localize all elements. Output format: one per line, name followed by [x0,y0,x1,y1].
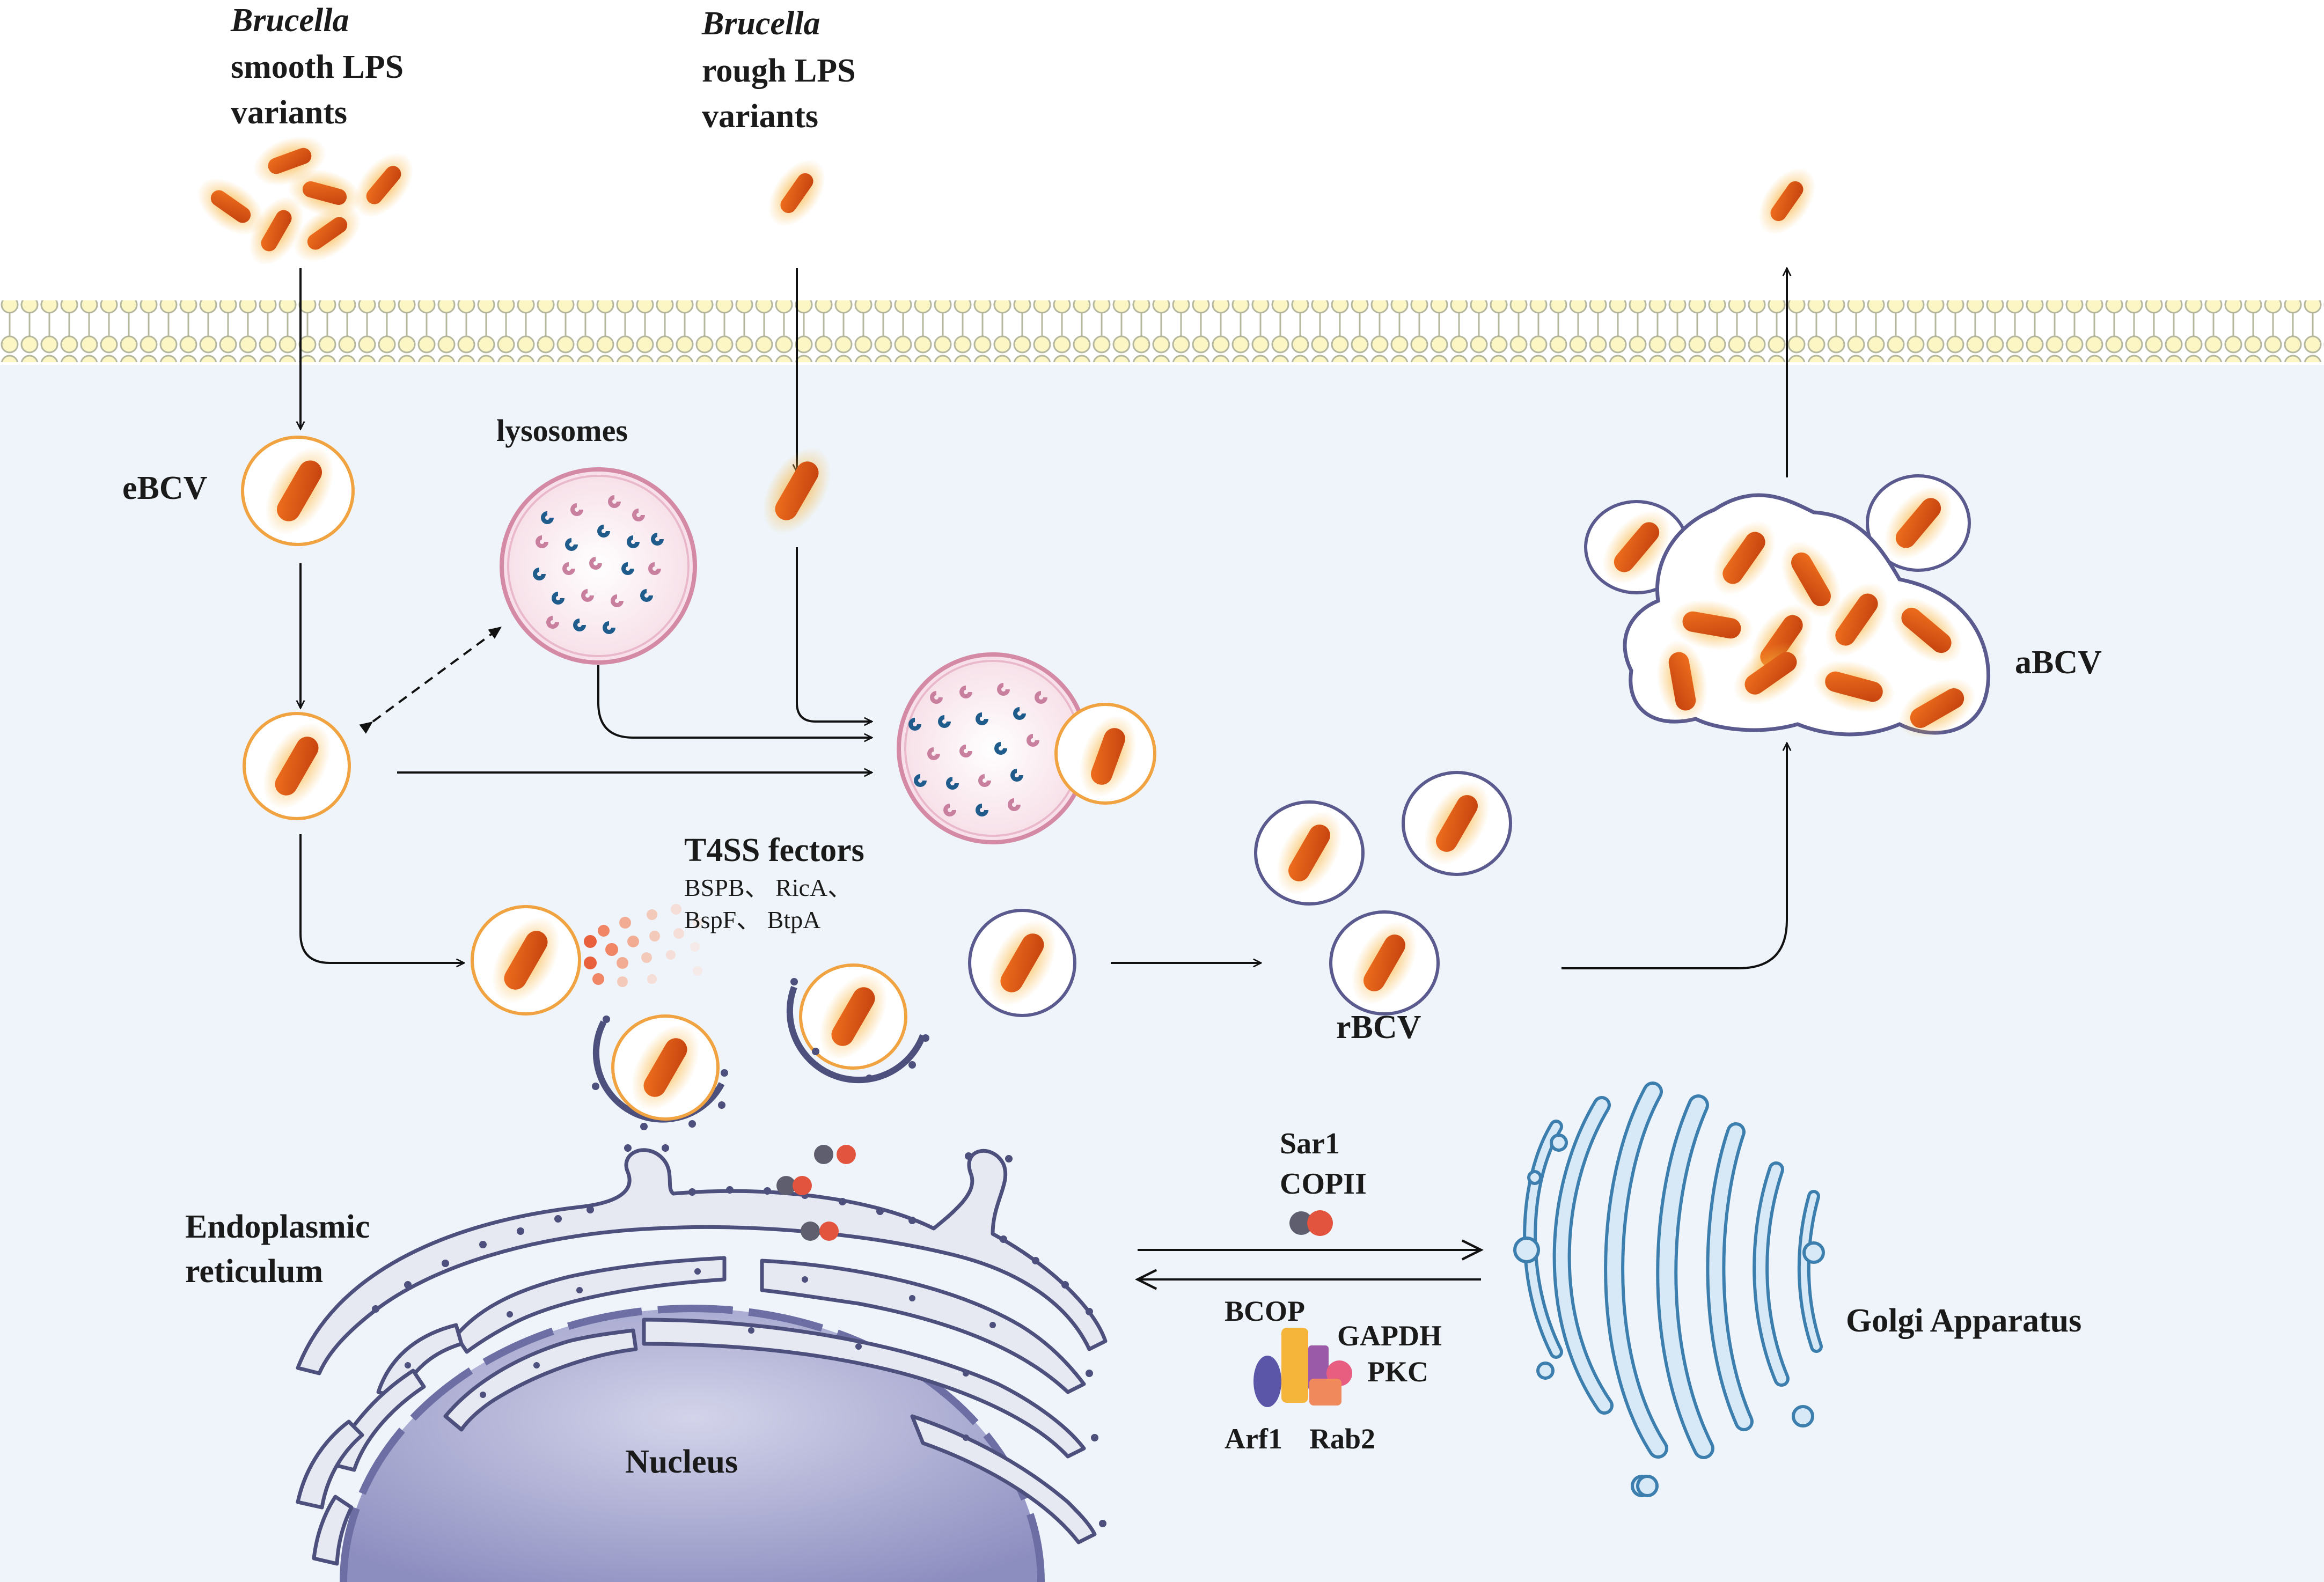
svg-text:Arf1: Arf1 [1225,1423,1282,1455]
t4ss-vacuole [471,905,581,1016]
svg-text:Brucella: Brucella [230,2,349,39]
effector-dots [584,904,702,987]
lysosomes-label: lysosomes [496,413,628,448]
arrow-lysosome-to-phagolysosome [597,665,872,738]
t4ss-effectors-label: T4SS fectors BSPB、 RicA、 BspF、 BtpA [684,832,864,933]
svg-text:PKC: PKC [1367,1356,1428,1388]
svg-text:reticulum: reticulum [185,1253,323,1290]
granule [651,533,664,546]
svg-text:Brucella: Brucella [701,5,820,42]
golgi-apparatus [1523,1081,1823,1459]
lysosome [500,467,697,665]
rough-bacterium-intracellular [763,447,831,534]
granule [533,568,546,580]
retrograde-complex-icon [1253,1328,1352,1407]
golgi-label: Golgi Apparatus [1846,1303,2081,1339]
rough-lps-bacterium [768,159,825,227]
ebcv-vacuole [241,436,355,546]
svg-text:COPII: COPII [1280,1167,1367,1201]
copii-vesicles [776,1145,856,1241]
granule [640,589,653,602]
granule [608,495,621,508]
svg-text:Endoplasmic: Endoplasmic [185,1209,370,1245]
golgi-vesicles [1513,1134,1825,1497]
arrow-rbcv-to-abcv [1561,743,1787,969]
rbcv-group [1254,771,1512,1016]
svg-text:variants: variants [231,94,347,131]
svg-text:smooth LPS: smooth LPS [231,49,404,85]
svg-text:Sar1: Sar1 [1280,1127,1340,1160]
cytoplasm [0,365,2324,1582]
phagolysosome [897,652,1156,844]
nucleus-label: Nucleus [625,1444,738,1480]
smooth-lps-bacteria-cluster [197,136,414,266]
ebcv-vacuole-2 [243,712,351,820]
abcv-vacuole [1584,474,1990,738]
retrograde-factor-labels: BCOP GAPDH PKC Arf1 Rab2 [1225,1295,1442,1455]
granule [621,562,634,575]
rough-lps-label: Brucella rough LPS variants [701,5,856,135]
arrow-rough-to-phagolysosome [796,547,872,722]
arrow-to-t4ss-vacuole [299,834,464,963]
endoplasmic-reticulum [296,1148,1108,1566]
arrow-lysosome-exchange [359,626,503,734]
granule [611,594,624,607]
ebcv-er-fusion-2 [786,963,926,1084]
er-ribosomes [372,978,1106,1527]
granule [552,592,564,605]
granule [541,511,554,524]
svg-text:BspF、 BtpA: BspF、 BtpA [684,906,820,933]
svg-text:rough LPS: rough LPS [702,53,856,89]
svg-text:GAPDH: GAPDH [1337,1320,1442,1352]
smooth-lps-label: Brucella smooth LPS variants [230,2,404,131]
svg-text:T4SS fectors: T4SS fectors [684,832,864,869]
svg-text:BSPB、 RicA、: BSPB、 RicA、 [684,874,852,901]
copii-complex-icon [1289,1210,1333,1236]
ebcv-er-fusion-1 [592,1014,725,1123]
granule [570,503,583,516]
plasma-membrane [0,300,2324,362]
rbcv-label: rBCV [1336,1009,1421,1046]
svg-text:variants: variants [702,98,818,135]
arrows [300,268,1787,1279]
granule [632,509,645,521]
granule [597,525,610,538]
egressed-bacterium [1758,167,1815,235]
svg-text:Rab2: Rab2 [1309,1423,1375,1455]
granule [627,535,640,548]
abcv-label: aBCV [2015,644,2102,681]
sar1-copii-label: Sar1 COPII [1280,1127,1367,1201]
ebcv-label: eBCV [122,470,208,506]
granule [573,619,586,631]
er-label: Endoplasmic reticulum [185,1209,370,1290]
granule [603,621,615,634]
er-derived-vacuole [968,909,1076,1017]
svg-text:BCOP: BCOP [1225,1295,1305,1327]
granule [565,538,578,551]
granule [546,616,559,629]
granule [536,535,548,548]
granule [581,589,594,602]
granule [562,562,575,575]
granule [648,562,661,575]
granule [589,557,602,570]
